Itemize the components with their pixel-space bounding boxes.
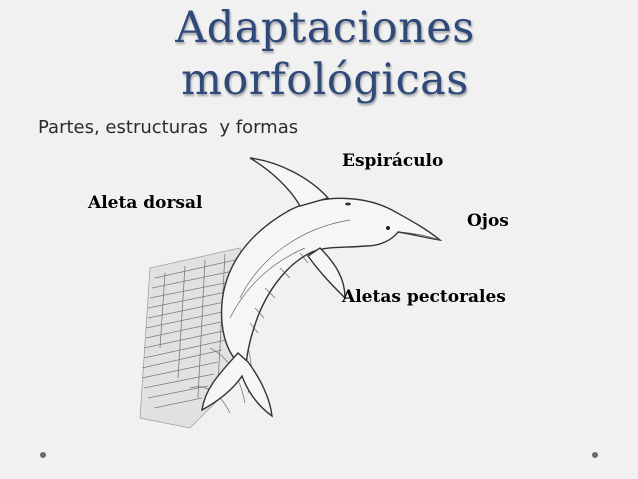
label-aleta-dorsal: Aleta dorsal xyxy=(88,193,203,213)
title-line-1: Adaptaciones xyxy=(175,3,475,53)
label-espiraculo: Espiráculo xyxy=(342,151,444,171)
slide-nav-dot-right xyxy=(592,452,598,458)
dolphin-eye xyxy=(386,226,390,230)
slide-title: Adaptaciones morfológicas xyxy=(130,2,520,106)
slide-subtitle: Partes, estructuras y formas xyxy=(38,117,299,138)
label-ojos: Ojos xyxy=(467,211,509,231)
label-aletas-pectorales: Aletas pectorales xyxy=(342,287,506,307)
dolphin-body xyxy=(201,157,443,418)
title-line-2: morfológicas xyxy=(181,55,469,105)
dolphin-blowhole xyxy=(345,202,351,206)
slide-nav-dot-left xyxy=(40,452,46,458)
dolphin-illustration xyxy=(139,157,443,429)
